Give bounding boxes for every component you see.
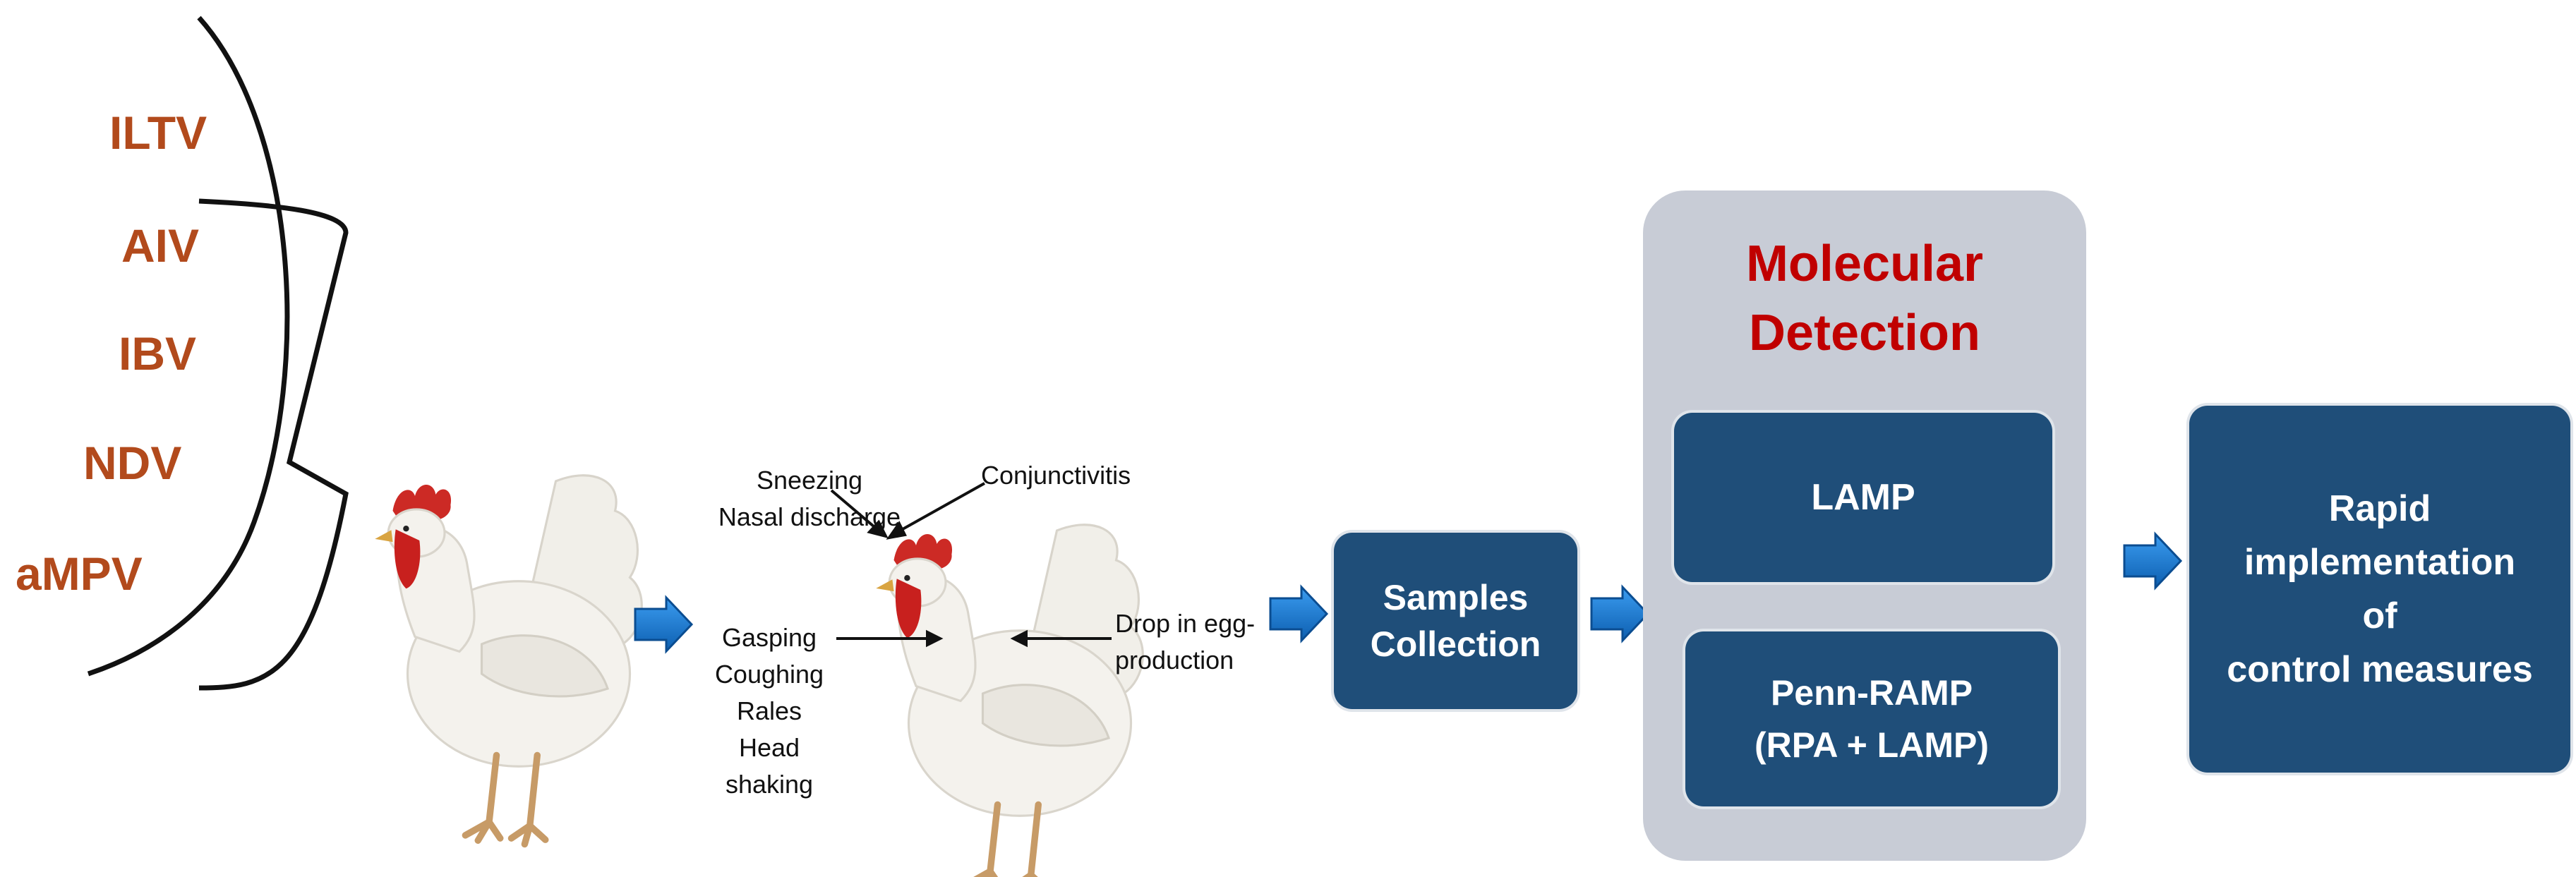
- virus-label-ibv: IBV: [119, 327, 197, 380]
- virus-label-aiv: AIV: [121, 219, 200, 272]
- samples-collection-label: Samples Collection: [1370, 578, 1541, 664]
- curly-brace-icon: [87, 16, 290, 677]
- symptom-pointers: [830, 482, 1112, 648]
- hen-icon: [375, 476, 642, 845]
- flow-arrow-icon: [2123, 533, 2182, 589]
- flow-arrow-icon: [634, 596, 693, 653]
- molecular-detection-title: Molecular Detection: [1745, 236, 1984, 361]
- sick-hen-icon: [876, 525, 1143, 877]
- control-measures-label: Rapid implementation of control measures: [2227, 488, 2533, 690]
- symptom-conjunctivitis: Conjunctivitis: [981, 461, 1131, 490]
- bracket-icon: [198, 198, 349, 691]
- virus-label-ampv: aMPV: [16, 548, 143, 600]
- penn-ramp-box: Penn-RAMP (RPA + LAMP): [1685, 631, 2058, 806]
- lamp-label: LAMP: [1811, 477, 1915, 518]
- samples-collection-box: Samples Collection: [1334, 533, 1577, 709]
- virus-label-ndv: NDV: [83, 437, 182, 489]
- virus-label-iltv: ILTV: [109, 107, 207, 159]
- symptom-respiratory: Gasping Coughing Rales Head shaking: [714, 623, 824, 799]
- symptom-egg-drop: Drop in egg- production: [1115, 609, 1256, 675]
- control-measures-box: Rapid implementation of control measures: [2189, 406, 2570, 773]
- symptom-sneezing-nasal: Sneezing Nasal discharge: [718, 466, 901, 531]
- flow-arrow-icon: [1269, 586, 1328, 642]
- penn-ramp-label: Penn-RAMP (RPA + LAMP): [1755, 673, 1989, 765]
- flow-arrow-icon: [1590, 586, 1649, 642]
- lamp-box: LAMP: [1674, 413, 2052, 582]
